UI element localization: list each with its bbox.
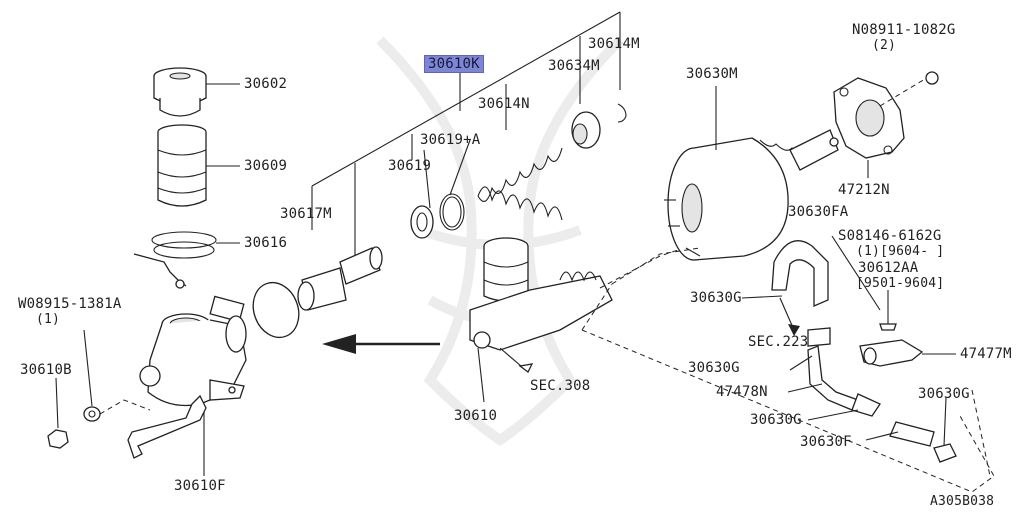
label-30619[interactable]: 30619	[388, 158, 432, 174]
label-s08146[interactable]: S08146-6162G	[838, 228, 942, 244]
label-30612aa-range: [9501-9604]	[856, 276, 945, 291]
label-sec223[interactable]: SEC.223	[748, 334, 809, 350]
label-30630g-4[interactable]: 30630G	[918, 386, 970, 402]
label-30610k[interactable]: 30610K	[424, 55, 484, 73]
brake-booster-part	[664, 86, 839, 261]
piston-assembly-part	[252, 246, 383, 339]
label-30619a[interactable]: 30619+A	[420, 132, 481, 148]
label-30630fa[interactable]: 30630FA	[788, 204, 849, 220]
seal-rings-part	[410, 193, 465, 239]
label-w08915[interactable]: W08915-1381A	[18, 296, 122, 312]
label-30617m[interactable]: 30617M	[280, 206, 332, 222]
dust-boot-part	[571, 103, 627, 149]
band-clip-part	[133, 231, 240, 289]
reservoir-cap-part	[153, 67, 240, 117]
label-30630g-3[interactable]: 30630G	[750, 412, 802, 428]
label-30610b[interactable]: 30610B	[20, 362, 72, 378]
hose-group-outline	[581, 247, 995, 493]
label-30614n[interactable]: 30614N	[478, 96, 530, 112]
label-30609[interactable]: 30609	[244, 158, 288, 174]
label-30610f[interactable]: 30610F	[174, 478, 226, 494]
label-n08911-qty: (2)	[872, 38, 897, 53]
label-n08911[interactable]: N08911-1082G	[852, 22, 956, 38]
vacuum-hose-part	[741, 240, 957, 463]
leader-lines	[311, 11, 621, 256]
label-30634m[interactable]: 30634M	[548, 58, 600, 74]
figure-code: A305B038	[930, 494, 995, 509]
master-cylinder-part	[469, 237, 697, 403]
label-sec308[interactable]: SEC.308	[530, 378, 591, 394]
label-30630g-2[interactable]: 30630G	[688, 360, 740, 376]
reservoir-strainer-part	[157, 124, 240, 207]
return-spring-part	[477, 147, 563, 221]
label-s08146-qty: (1)[9604- ]	[856, 244, 945, 259]
label-30610[interactable]: 30610	[454, 408, 498, 424]
label-30616[interactable]: 30616	[244, 235, 288, 251]
label-30602[interactable]: 30602	[244, 76, 288, 92]
gasket-part	[833, 71, 939, 178]
label-30612aa[interactable]: 30612AA	[858, 260, 919, 276]
label-47478n[interactable]: 47478N	[716, 384, 768, 400]
label-30614m[interactable]: 30614M	[588, 36, 640, 52]
label-30630g-1[interactable]: 30630G	[690, 290, 742, 306]
label-47477m[interactable]: 47477M	[960, 346, 1012, 362]
label-47212n[interactable]: 47212N	[838, 182, 890, 198]
label-30630m[interactable]: 30630M	[686, 66, 738, 82]
master-cylinder-body-part	[139, 295, 247, 407]
label-30630f[interactable]: 30630F	[800, 434, 852, 450]
nut-and-washer-part	[47, 329, 151, 449]
label-w08915-qty: (1)	[36, 312, 61, 327]
direction-arrow	[322, 334, 440, 354]
bracket-clip-part	[831, 235, 956, 367]
bracket-part	[127, 394, 207, 476]
